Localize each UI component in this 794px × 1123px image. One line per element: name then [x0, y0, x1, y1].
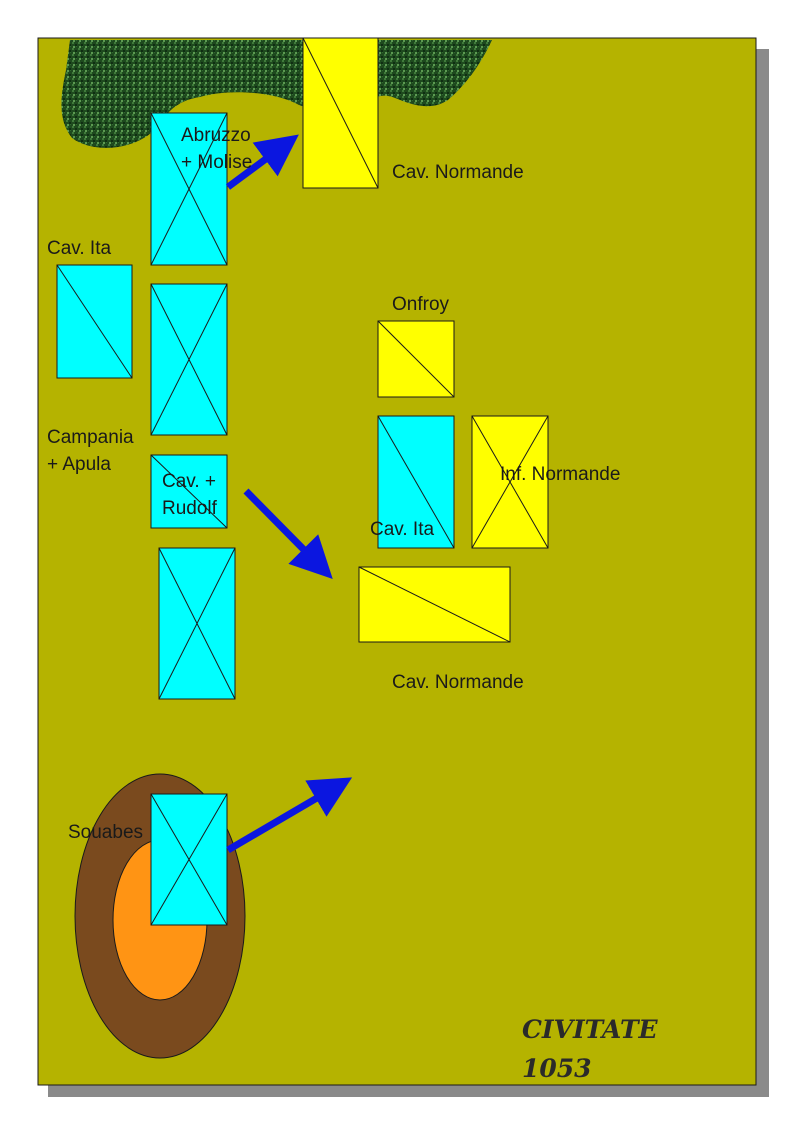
unit-cav-rudolf — [150, 454, 228, 529]
label-cav-normande-top: Cav. Normande — [392, 162, 524, 183]
label-cav-normande-bottom: Cav. Normande — [392, 672, 524, 693]
unit-onfroy — [377, 320, 455, 398]
map-title-line1: CIVITATE — [522, 1015, 659, 1044]
arrow-rudolf-advance — [243, 488, 333, 579]
unit-cav-ita-left — [56, 264, 133, 379]
label-abruzzo-line1: Abruzzo — [181, 125, 251, 146]
label-souabes: Souabes — [68, 822, 143, 843]
label-cav-rudolf-line1: Cav. + — [162, 471, 216, 492]
unit-abruzzo-molise — [150, 112, 228, 266]
arrow-souabes-advance — [226, 777, 353, 854]
unit-inf-normande — [471, 415, 549, 549]
unit-campania-apula — [150, 283, 228, 436]
unit-cav-normande-bottom — [358, 566, 511, 643]
label-campania-line2: + Apula — [47, 454, 111, 475]
label-cav-rudolf-line2: Rudolf — [162, 498, 218, 519]
unit-cav-normande-top — [302, 37, 379, 189]
unit-souabes — [150, 793, 228, 926]
label-abruzzo-line2: + Molise — [181, 152, 252, 173]
label-campania-line1: Campania — [47, 427, 134, 448]
forest-area — [61, 40, 492, 148]
label-cav-ita-left: Cav. Ita — [47, 238, 111, 259]
unit-cav-ita-center — [377, 415, 455, 549]
label-inf-normande: Inf. Normande — [500, 464, 620, 485]
label-onfroy: Onfroy — [392, 294, 450, 315]
map-title-line2: 1053 — [522, 1054, 592, 1083]
arrow-abruzzo-advance — [225, 134, 299, 190]
label-cav-ita-center: Cav. Ita — [370, 519, 434, 540]
unit-reserve-italian — [158, 547, 236, 700]
